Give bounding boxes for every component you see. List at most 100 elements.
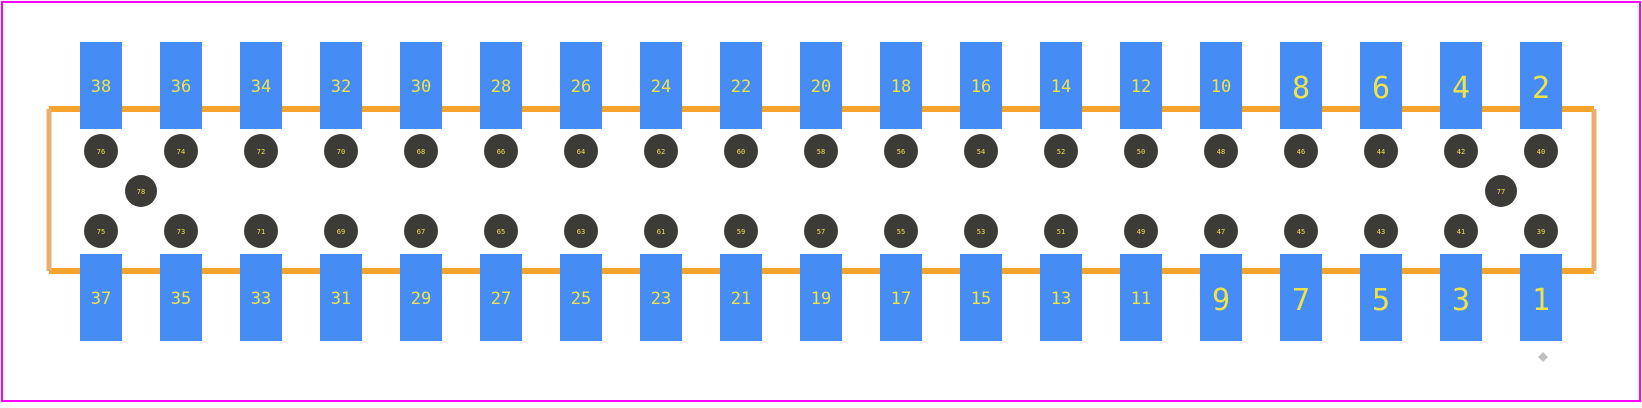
drill: 45 — [1284, 214, 1318, 248]
drill: 67 — [404, 214, 438, 248]
pad: 2 — [1520, 42, 1562, 129]
pad-shape — [480, 42, 522, 129]
drill-hole — [404, 214, 438, 248]
pad-shape — [80, 254, 122, 341]
drill-hole — [164, 134, 198, 168]
drill-hole — [884, 134, 918, 168]
drill-label: 68 — [417, 148, 425, 156]
pad-shape — [320, 254, 362, 341]
pad: 16 — [960, 42, 1002, 129]
pad-shape — [720, 254, 762, 341]
pad-shape — [1360, 42, 1402, 129]
drill: 43 — [1364, 214, 1398, 248]
drill: 51 — [1044, 214, 1078, 248]
drill-hole — [1524, 134, 1558, 168]
drill: 48 — [1204, 134, 1238, 168]
drill: 41 — [1444, 214, 1478, 248]
pad-label: 15 — [971, 289, 991, 309]
drill-hole — [84, 134, 118, 168]
pad-shape — [1520, 42, 1562, 129]
drill-hole — [1044, 134, 1078, 168]
drill: 69 — [324, 214, 358, 248]
pad-label: 22 — [731, 77, 751, 97]
pad-label: 30 — [411, 77, 431, 97]
pad-label: 5 — [1372, 283, 1390, 318]
pad: 5 — [1360, 254, 1402, 341]
drill: 56 — [884, 134, 918, 168]
drill: 70 — [324, 134, 358, 168]
drill-hole — [1284, 134, 1318, 168]
drill: 49 — [1124, 214, 1158, 248]
pad-shape — [960, 254, 1002, 341]
pad-label: 14 — [1051, 77, 1071, 97]
drill-hole — [804, 214, 838, 248]
pad-label: 1 — [1532, 283, 1550, 318]
drill-hole — [1524, 214, 1558, 248]
drill-hole — [1124, 134, 1158, 168]
drill-label: 61 — [657, 228, 665, 236]
pad: 1 — [1520, 254, 1562, 341]
drill-hole — [564, 134, 598, 168]
pad-label: 36 — [171, 77, 191, 97]
drill-hole — [884, 214, 918, 248]
drill-hole — [1204, 214, 1238, 248]
pad-label: 3 — [1452, 283, 1470, 318]
drill-label: 78 — [137, 188, 145, 196]
pad-label: 24 — [651, 77, 671, 97]
pad: 8 — [1280, 42, 1322, 129]
pad-label: 38 — [91, 77, 111, 97]
pad-label: 4 — [1452, 71, 1470, 106]
pad: 21 — [720, 254, 762, 341]
pad: 3 — [1440, 254, 1482, 341]
pad-label: 11 — [1131, 289, 1151, 309]
pad-label: 12 — [1131, 77, 1151, 97]
drill-label: 48 — [1217, 148, 1225, 156]
drill: 55 — [884, 214, 918, 248]
drill-hole — [164, 214, 198, 248]
pad-shape — [1440, 42, 1482, 129]
drill: 54 — [964, 134, 998, 168]
pad: 11 — [1120, 254, 1162, 341]
pad-label: 6 — [1372, 71, 1390, 106]
pad: 15 — [960, 254, 1002, 341]
pad: 27 — [480, 254, 522, 341]
pad-label: 8 — [1292, 71, 1310, 106]
pad: 34 — [240, 42, 282, 129]
drill: 60 — [724, 134, 758, 168]
drill-hole — [1284, 214, 1318, 248]
pad: 35 — [160, 254, 202, 341]
drill: 47 — [1204, 214, 1238, 248]
pad: 31 — [320, 254, 362, 341]
drill-label: 63 — [577, 228, 585, 236]
drill-hole — [1485, 175, 1517, 207]
pad: 17 — [880, 254, 922, 341]
drill-label: 46 — [1297, 148, 1305, 156]
pad: 18 — [880, 42, 922, 129]
drill: 62 — [644, 134, 678, 168]
drill-label: 64 — [577, 148, 585, 156]
drill-label: 45 — [1297, 228, 1305, 236]
drill-label: 49 — [1137, 228, 1145, 236]
drill-hole — [244, 134, 278, 168]
pad-label: 17 — [891, 289, 911, 309]
pad-label: 2 — [1532, 71, 1550, 106]
pad-shape — [1520, 254, 1562, 341]
pad-label: 13 — [1051, 289, 1071, 309]
drill-extra-left: 78 — [125, 175, 157, 207]
drill-hole — [324, 134, 358, 168]
pad: 33 — [240, 254, 282, 341]
pad: 9 — [1200, 254, 1242, 341]
pad-label: 18 — [891, 77, 911, 97]
pad: 30 — [400, 42, 442, 129]
drill-label: 70 — [337, 148, 345, 156]
pad: 14 — [1040, 42, 1082, 129]
pad-shape — [80, 42, 122, 129]
drill-label: 67 — [417, 228, 425, 236]
drill: 59 — [724, 214, 758, 248]
drill-label: 59 — [737, 228, 745, 236]
pad-shape — [320, 42, 362, 129]
drill-label: 41 — [1457, 228, 1465, 236]
pad-label: 25 — [571, 289, 591, 309]
drill-hole — [484, 134, 518, 168]
